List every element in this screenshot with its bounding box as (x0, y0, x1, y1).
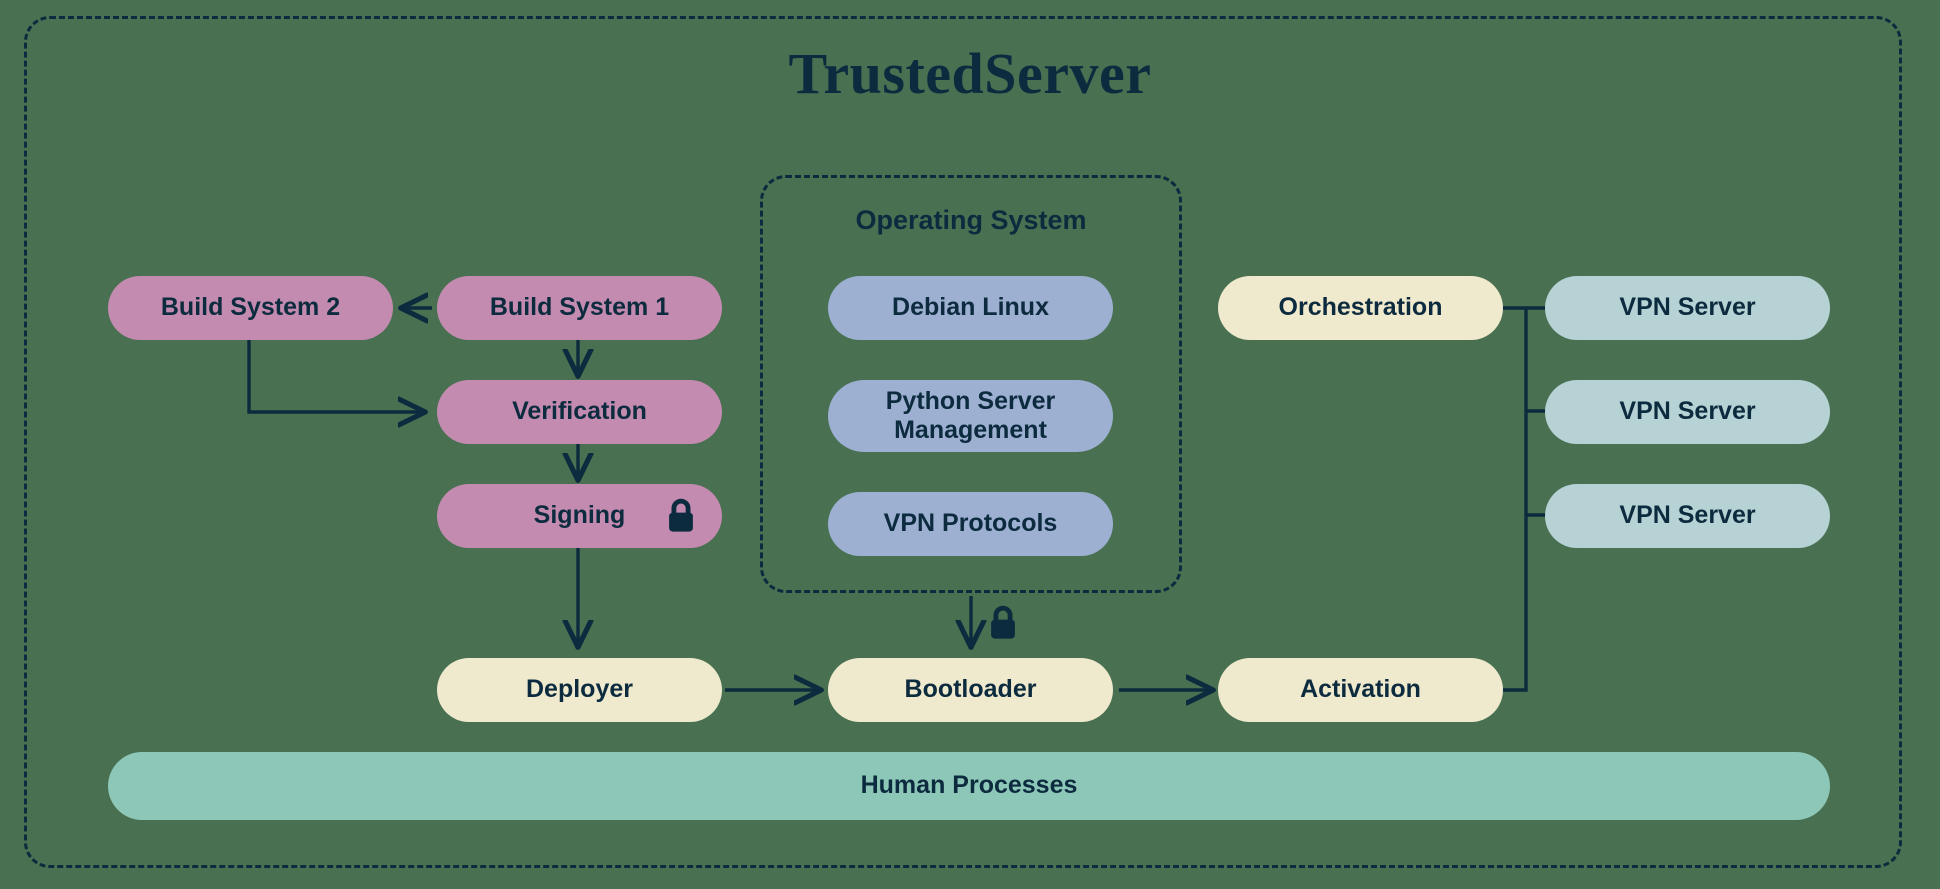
node-activation-label: Activation (1300, 675, 1421, 704)
edge-activation-orchestration (1498, 306, 1528, 692)
operating-system-group (760, 175, 1182, 593)
page-title: TrustedServer (788, 41, 1152, 106)
node-python-server-management-label-line2: Management (894, 416, 1047, 444)
node-human-processes[interactable]: Human Processes (108, 752, 1830, 820)
node-verification[interactable]: Verification (437, 380, 722, 444)
node-build-system-1[interactable]: Build System 1 (437, 276, 722, 340)
node-build-system-1-label: Build System 1 (489, 293, 670, 322)
node-vpn-server-2[interactable]: VPN Server (1545, 380, 1830, 444)
node-bootloader-label: Bootloader (904, 675, 1037, 704)
node-vpn-server-1[interactable]: VPN Server (1545, 276, 1830, 340)
node-vpn-server-3[interactable]: VPN Server (1545, 484, 1830, 548)
node-human-processes-label: Human Processes (860, 771, 1078, 800)
node-debian-linux[interactable]: Debian Linux (828, 276, 1113, 340)
lock-icon (986, 604, 1020, 642)
node-orchestration-label: Orchestration (1278, 293, 1443, 322)
node-vpn-protocols[interactable]: VPN Protocols (828, 492, 1113, 556)
node-verification-label: Verification (512, 397, 647, 426)
node-signing-label: Signing (533, 501, 626, 530)
operating-system-group-label: Operating System (855, 205, 1087, 235)
node-activation[interactable]: Activation (1218, 658, 1503, 722)
node-signing[interactable]: Signing (437, 484, 722, 548)
node-debian-linux-label: Debian Linux (892, 293, 1049, 322)
node-deployer-label: Deployer (526, 675, 633, 704)
node-vpn-protocols-label: VPN Protocols (883, 509, 1058, 538)
node-python-server-management-label-line1: Python Server (885, 386, 1056, 415)
trustedserver-boundary (24, 16, 1902, 868)
node-orchestration[interactable]: Orchestration (1218, 276, 1503, 340)
node-bootloader[interactable]: Bootloader (828, 658, 1113, 722)
edge-bs2-verification (247, 340, 424, 412)
node-vpn-server-3-label: VPN Server (1619, 501, 1756, 530)
node-python-server-management[interactable]: Python Server Management (828, 380, 1113, 452)
node-build-system-2[interactable]: Build System 2 (108, 276, 393, 340)
node-vpn-server-1-label: VPN Server (1619, 293, 1756, 322)
lock-icon (664, 497, 698, 535)
node-vpn-server-2-label: VPN Server (1619, 397, 1756, 426)
node-build-system-2-label: Build System 2 (160, 293, 341, 322)
node-deployer[interactable]: Deployer (437, 658, 722, 722)
